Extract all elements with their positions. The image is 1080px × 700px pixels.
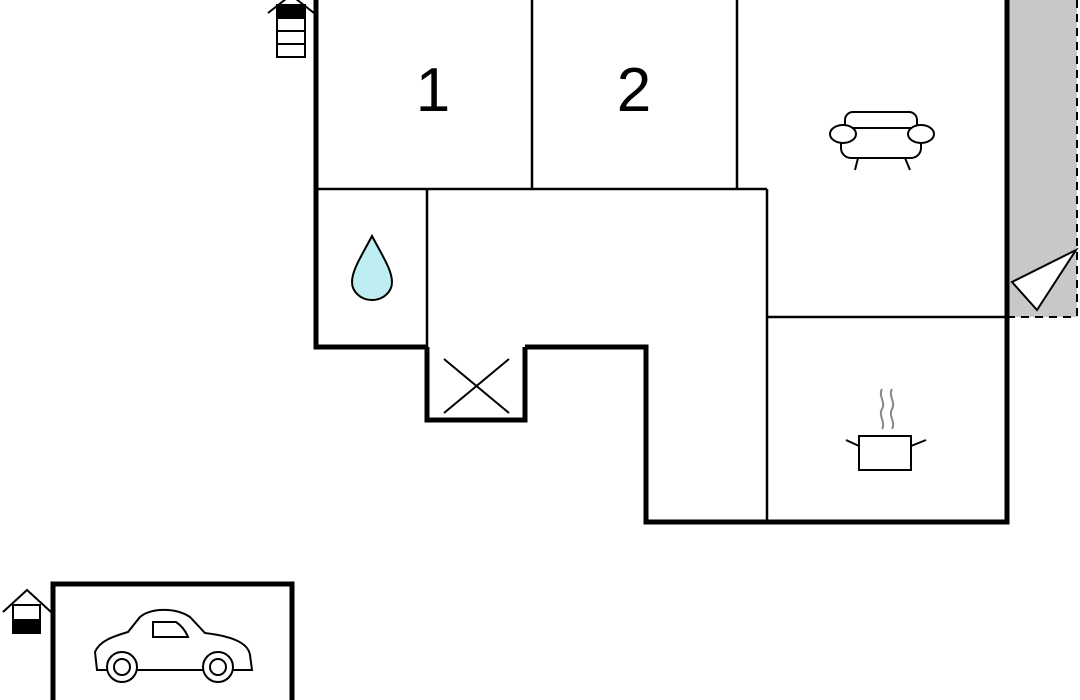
room-label-1: 1 xyxy=(416,56,450,125)
room-bedroom-2: 2 xyxy=(617,56,651,125)
room-label-2: 2 xyxy=(617,56,651,125)
house-floors-icon xyxy=(267,0,315,58)
house-ground-floor-icon xyxy=(2,588,52,634)
water-drop-icon xyxy=(350,233,394,301)
sofa-icon xyxy=(829,111,935,171)
interior-walls xyxy=(316,0,1007,522)
cross-box-icon xyxy=(443,358,510,414)
cooking-pot-icon xyxy=(845,388,927,471)
terrace xyxy=(1007,0,1079,318)
garage xyxy=(50,581,295,700)
room-bedroom-1: 1 xyxy=(416,56,450,125)
car-icon xyxy=(93,608,254,683)
terrace-triangle-icon xyxy=(1010,247,1079,312)
outer-walls xyxy=(313,0,1010,525)
